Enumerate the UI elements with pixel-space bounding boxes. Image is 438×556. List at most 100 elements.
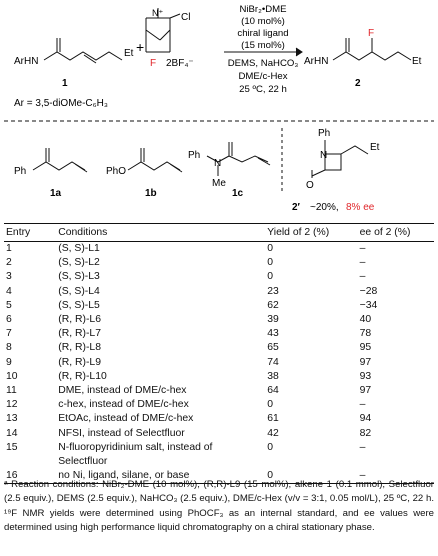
cell-conditions: Selectfluor — [58, 456, 108, 468]
cell-entry: 2 — [6, 257, 12, 269]
cell-yield: 65 — [267, 342, 279, 354]
substrate-arhn-label: ArHN — [14, 56, 38, 67]
condition-catalyst-loading: (10 mol%) — [241, 16, 285, 27]
cell-yield: 0 — [267, 243, 273, 254]
beta-lactam-et: Et — [370, 142, 380, 153]
table-row: 4 (S, S)-L4 23 −28 — [4, 285, 434, 299]
cell-ee: 97 — [359, 385, 372, 397]
cell-conditions: (R, R)-L9 — [58, 356, 101, 368]
cell-entry: 16 — [6, 470, 18, 482]
cell-ee: 95 — [359, 342, 372, 354]
cell-ee: −28 — [359, 285, 378, 297]
cell-conditions: (S, S)-L4 — [58, 285, 100, 297]
cell-conditions: (R, R)-L7 — [58, 328, 101, 340]
beta-lactam-ph: Ph — [318, 128, 330, 139]
cell-ee: – — [359, 243, 366, 254]
cell-entry: 13 — [6, 413, 18, 425]
cell-conditions: NFSI, instead of Selectfluor — [58, 427, 185, 439]
cell-entry: 6 — [6, 314, 12, 326]
header-yield: Yield of 2 (%) — [267, 227, 330, 238]
cell-entry: 9 — [6, 356, 12, 368]
sub-1b-pho: PhO — [106, 166, 126, 177]
header-entry: Entry — [6, 227, 31, 238]
table-row: 2 (S, S)-L2 0 – — [4, 256, 434, 270]
table-row: 7 (R, R)-L7 43 78 — [4, 327, 434, 341]
cell-yield: 62 — [267, 299, 279, 311]
table-row: 3 (S, S)-L3 0 – — [4, 270, 434, 284]
cell-entry: 10 — [6, 370, 18, 382]
ar-definition: Ar = 3,5-diOMe-C₆H₃ — [14, 98, 108, 109]
cell-yield: 64 — [267, 385, 279, 397]
condition-reagents: DEMS, NaHCO₃ — [228, 58, 299, 69]
table-footnote: ᵃ Reaction conditions: NiBr₂-DME (10 mol… — [4, 479, 434, 533]
cell-yield: 0 — [267, 470, 273, 482]
reagent-counterion: 2BF₄⁻ — [166, 58, 194, 69]
cell-yield: 0 — [267, 257, 273, 269]
cell-yield: 39 — [267, 314, 279, 326]
cell-ee: 82 — [359, 427, 372, 439]
cell-entry: 8 — [6, 342, 12, 354]
cell-ee: 94 — [359, 413, 372, 425]
cell-ee: 93 — [359, 370, 372, 382]
sub-1c-label: 1c — [232, 188, 244, 199]
cell-conditions: (S, S)-L3 — [58, 271, 100, 283]
header-ee: ee of 2 (%) — [359, 227, 411, 238]
cell-ee: 78 — [359, 328, 372, 340]
substrate-number: 1 — [62, 78, 68, 89]
beta-lactam-label: 2′ — [292, 202, 301, 213]
beta-lactam-yield: ~20%, — [310, 202, 339, 213]
sub-1b-label: 1b — [145, 188, 157, 199]
cell-yield: 0 — [267, 441, 273, 453]
table-row: 8 (R, R)-L8 65 95 — [4, 341, 434, 355]
condition-temp-time: 25 ºC, 22 h — [239, 84, 287, 95]
cell-conditions: N-fluoropyridinium salt, instead of — [58, 441, 213, 453]
cell-ee: – — [359, 271, 366, 283]
table-row: 5 (S, S)-L5 62 −34 — [4, 299, 434, 313]
cell-yield: 0 — [267, 399, 273, 411]
condition-ligand-loading: (15 mol%) — [241, 40, 285, 51]
sub-1a-label: 1a — [50, 188, 62, 199]
cell-conditions: EtOAc, instead of DME/c-hex — [58, 413, 194, 425]
cell-entry: 1 — [6, 243, 12, 254]
condition-ligand: chiral ligand — [237, 28, 288, 39]
cell-conditions: (S, S)-L2 — [58, 257, 100, 269]
optimization-table-container: Entry Conditions Yield of 2 (%) ee of 2 … — [4, 223, 434, 484]
cell-yield: 61 — [267, 413, 279, 425]
product-f-label: F — [368, 28, 374, 39]
cell-conditions: (R, R)-L8 — [58, 342, 101, 354]
cell-yield: 43 — [267, 328, 279, 340]
cell-yield: 23 — [267, 285, 279, 297]
cell-entry: 4 — [6, 285, 12, 297]
cell-ee: – — [359, 257, 366, 269]
sub-1a-ph: Ph — [14, 166, 26, 177]
header-conditions: Conditions — [58, 227, 108, 238]
reagent-nplus-label: N⁺ — [152, 8, 163, 18]
reagent-cl-label: Cl — [181, 12, 190, 23]
cell-ee: 97 — [359, 356, 372, 368]
reagent-f-label: F — [150, 58, 156, 69]
reaction-scheme: ArHN Et 1 Ar = 3,5-diOMe-C₆H₃ + Cl N⁺ F … — [4, 4, 434, 213]
product-number: 2 — [355, 78, 361, 89]
condition-catalyst: NiBr₂•DME — [239, 4, 286, 15]
cell-entry: 5 — [6, 299, 12, 311]
cell-ee: −34 — [359, 299, 378, 311]
cell-entry: 7 — [6, 328, 12, 340]
cell-yield: 74 — [267, 356, 279, 368]
cell-conditions: (S, S)-L5 — [58, 299, 100, 311]
cell-entry: 3 — [6, 271, 12, 283]
cell-entry — [4, 455, 58, 469]
cell-conditions: c-hex, instead of DME/c-hex — [58, 399, 189, 411]
condition-solvent: DME/c-Hex — [238, 71, 287, 82]
cell-yield: 42 — [267, 427, 279, 439]
cell-yield: 0 — [267, 271, 273, 283]
table-row: Selectfluor — [4, 455, 434, 469]
sub-1c-ph: Ph — [188, 150, 200, 161]
optimization-table: Entry Conditions Yield of 2 (%) ee of 2 … — [4, 223, 434, 484]
cell-entry: 11 — [6, 385, 17, 397]
